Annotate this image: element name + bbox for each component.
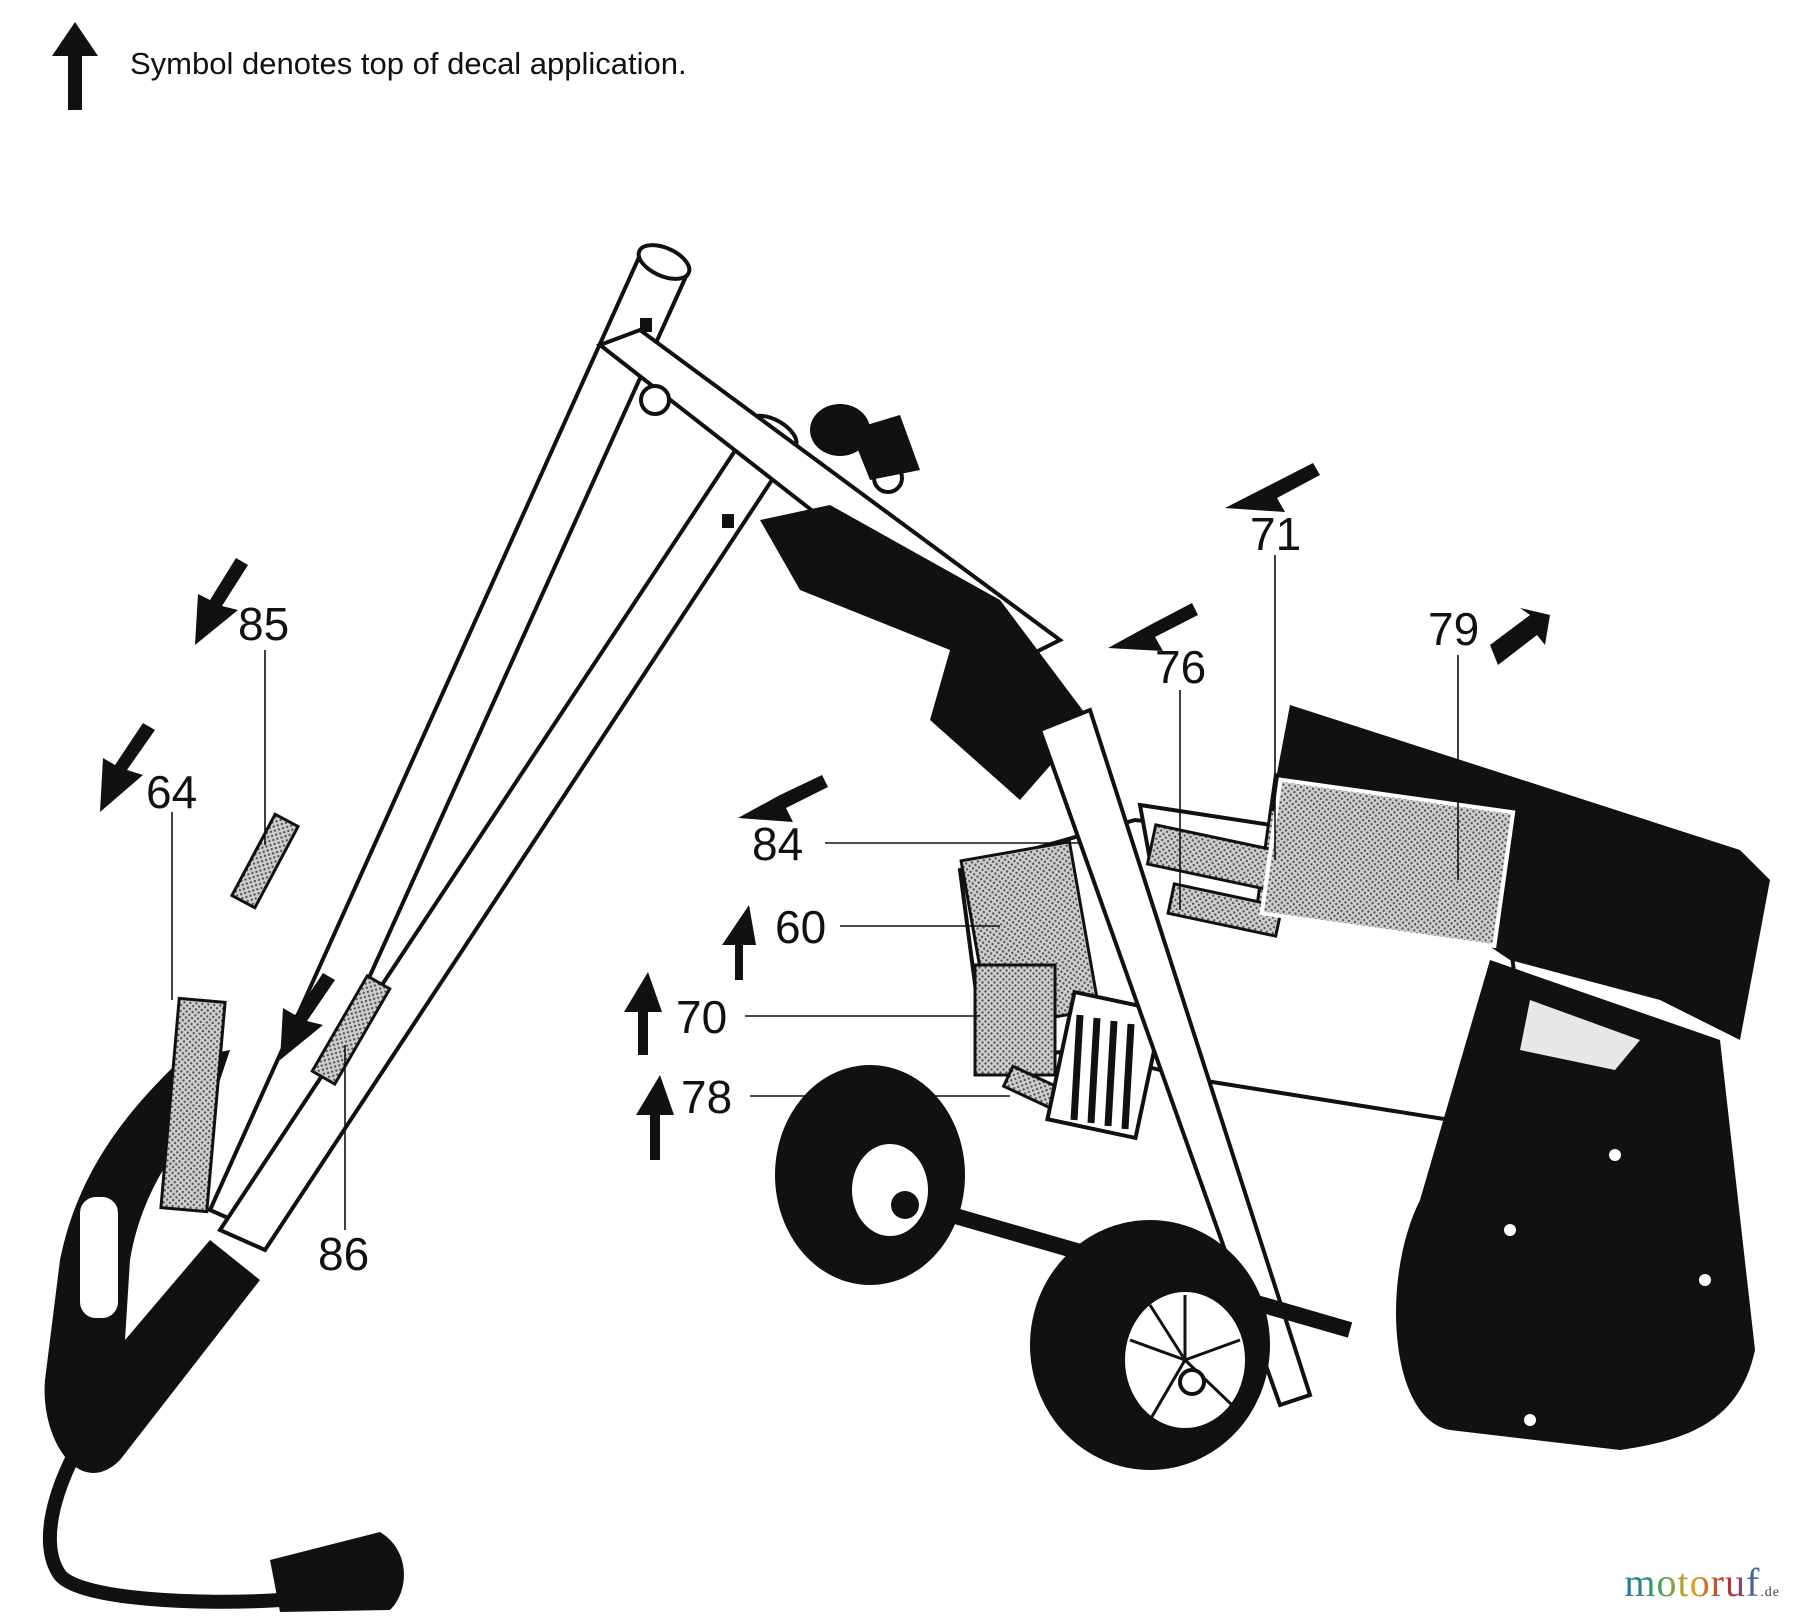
rear-handle-tube [207, 243, 692, 1233]
discharge-chute [1259, 705, 1770, 1040]
legend-text: Symbol denotes top of decal application. [130, 46, 687, 81]
switch-handle [760, 404, 1090, 800]
arrow-76 [1108, 603, 1198, 651]
decal-orientation-arrows [100, 463, 1550, 1160]
legend: Symbol denotes top of decal application. [50, 22, 687, 112]
callout-84: 84 [752, 818, 803, 870]
arrow-70 [624, 972, 662, 1055]
arrow-86 [280, 973, 335, 1060]
auger-housing [1396, 960, 1755, 1450]
watermark-suffix: .de [1760, 1585, 1780, 1600]
arrow-79 [1490, 608, 1550, 665]
callout-70: 70 [676, 991, 727, 1043]
arrow-84 [738, 775, 828, 822]
callout-60: 60 [775, 901, 826, 953]
front-wheel [1030, 1220, 1270, 1470]
decal-85 [229, 812, 301, 910]
callout-79: 79 [1428, 603, 1479, 655]
callout-78: 78 [681, 1071, 732, 1123]
callout-labels: 85 64 86 71 76 79 84 60 70 78 [146, 508, 1479, 1280]
decal-70 [973, 963, 1057, 1077]
arrow-85 [195, 558, 248, 645]
watermark-logo: motoruf.de [1624, 1559, 1780, 1606]
callout-76: 76 [1155, 641, 1206, 693]
decal-76 [1166, 882, 1284, 938]
side-frame [1037, 707, 1313, 1408]
handle-grip [44, 996, 260, 1473]
decal-86 [310, 973, 392, 1087]
leader-lines [171, 555, 1459, 1230]
motor-vent [1045, 989, 1165, 1141]
up-arrow-icon [52, 22, 98, 110]
callout-85: 85 [238, 598, 289, 650]
arrow-78 [636, 1075, 674, 1160]
front-handle-tube [217, 413, 799, 1253]
arrow-60 [722, 905, 756, 980]
arrow-71 [1225, 463, 1320, 512]
callout-71: 71 [1250, 508, 1301, 560]
watermark-text: motoruf [1624, 1560, 1761, 1605]
arrow-64 [100, 723, 155, 812]
rear-wheel [775, 1065, 965, 1285]
callout-64: 64 [146, 766, 197, 818]
power-cord [42, 1415, 404, 1612]
callout-86: 86 [318, 1228, 369, 1280]
